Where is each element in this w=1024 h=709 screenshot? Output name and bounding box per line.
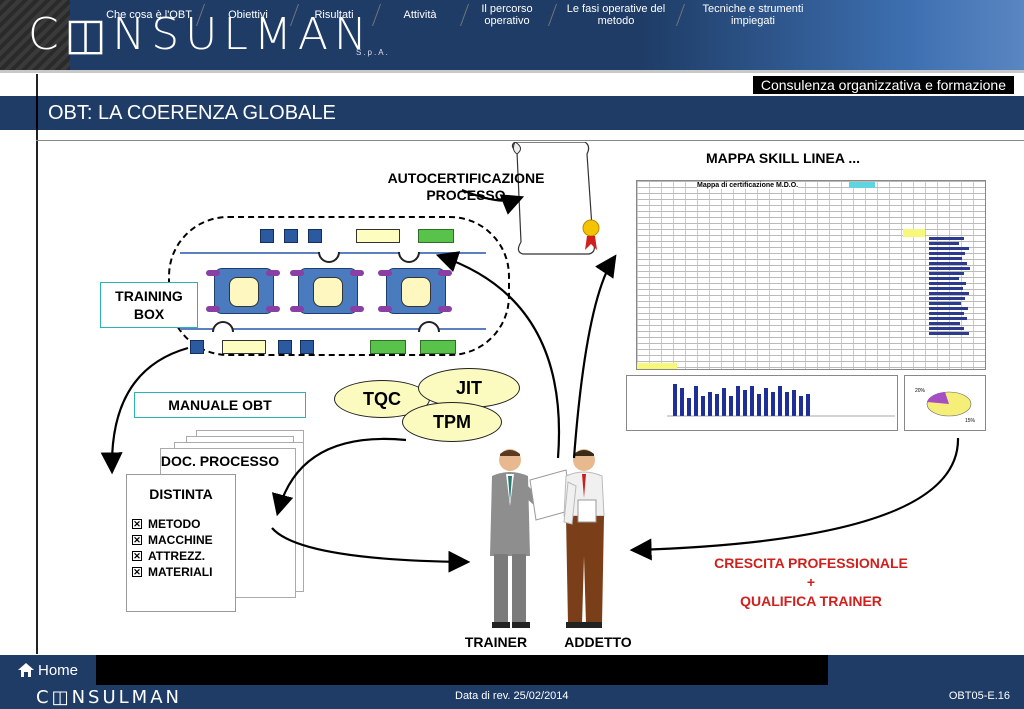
skill-map-sheet: Mappa di certificazione M.D.O. — [636, 180, 986, 370]
checklist-item: ✕ ATTREZZ. — [132, 548, 213, 564]
sheet-yellow-cell — [903, 229, 925, 237]
home-button[interactable]: Home — [0, 655, 96, 685]
machine-icon — [298, 268, 358, 314]
addetto-label: ADDETTO — [564, 634, 632, 650]
checkbox-checked-icon: ✕ — [132, 551, 142, 561]
footer-logo: C◫NSULMAN — [36, 687, 182, 708]
workbench-yellow — [222, 340, 266, 354]
sheet-highlight — [849, 182, 875, 188]
revision-date: Data di rev. 25/02/2014 — [455, 690, 569, 702]
logo-subtitle: S.p.A. — [356, 48, 390, 57]
header-banner: C◫NSULMAN S.p.A. — [0, 0, 1024, 70]
checklist-text: METODO — [148, 517, 201, 531]
wheel — [378, 306, 392, 312]
bar-chart-svg — [667, 384, 895, 417]
workbench-green — [418, 229, 454, 243]
trainer-addetto-figures — [490, 449, 605, 628]
sheet-title: Mappa di certificazione M.D.O. — [697, 182, 799, 189]
workbench-green — [420, 340, 456, 354]
checkbox-checked-icon: ✕ — [132, 519, 142, 529]
home-label: Home — [37, 661, 78, 679]
tpm-ellipse: TPM — [402, 402, 502, 442]
wheel — [290, 270, 304, 276]
station-square — [260, 229, 274, 243]
wheel — [350, 270, 364, 276]
header-divider — [0, 70, 1024, 73]
manuale-obt-label: MANUALE OBT — [134, 392, 306, 418]
trainer-label: TRAINER — [464, 634, 528, 650]
station-square — [278, 340, 292, 354]
title-bar: OBT: LA COERENZA GLOBALE — [0, 96, 1024, 130]
workbench-green — [370, 340, 406, 354]
line-lower — [180, 328, 486, 330]
checklist-text: ATTREZZ. — [148, 549, 206, 563]
checkbox-checked-icon: ✕ — [132, 567, 142, 577]
footer-bar: C◫NSULMAN Data di rev. 25/02/2014 OBT05-… — [0, 685, 1024, 709]
slide-code: OBT05-E.16 — [948, 690, 1010, 702]
machine-icon — [214, 268, 274, 314]
nav-risultati[interactable]: Risultati — [314, 9, 354, 21]
wheel — [438, 270, 452, 276]
sheet-footer-cell — [637, 363, 677, 369]
wheel — [290, 306, 304, 312]
doc-processo-label: DOC. PROCESSO — [160, 453, 280, 469]
wheel — [206, 270, 220, 276]
crescita-label-2: QUALIFICA TRAINER — [740, 593, 882, 609]
station-square — [284, 229, 298, 243]
workbench-yellow — [356, 229, 400, 243]
header-pattern — [0, 0, 70, 70]
mappa-skill-label: MAPPA SKILL LINEA ... — [705, 150, 860, 166]
autocert-label: AUTOCERTIFICAZIONE PROCESSO — [387, 170, 545, 203]
distinta-page — [126, 474, 236, 612]
wheel — [350, 306, 364, 312]
nav-tecniche[interactable]: Tecniche e strumenti impiegati — [702, 3, 804, 27]
skill-bar-chart — [626, 375, 898, 431]
checklist-text: MATERIALI — [148, 565, 213, 579]
crescita-plus: + — [806, 574, 816, 590]
training-box-label: TRAINING BOX — [100, 282, 198, 328]
nav-percorso[interactable]: Il percorso operativo — [481, 3, 533, 27]
wheel — [378, 270, 392, 276]
nav-attivita[interactable]: Attività — [403, 9, 437, 21]
wheel — [266, 270, 280, 276]
pie-label-1: 20% — [915, 388, 926, 394]
pie-chart-svg: 20% 15% — [915, 388, 976, 424]
distinta-checklist: ✕ METODO ✕ MACCHINE ✕ ATTREZZ. ✕ MATERIALI — [132, 516, 213, 580]
checklist-text: MACCHINE — [148, 533, 213, 547]
pie-label-2: 15% — [965, 418, 976, 424]
checkbox-checked-icon: ✕ — [132, 535, 142, 545]
left-rule — [36, 74, 38, 654]
machine-icon — [386, 268, 446, 314]
checklist-item: ✕ MATERIALI — [132, 564, 213, 580]
consulman-logo: C◫NSULMAN — [28, 9, 373, 60]
title-bar-stub — [36, 96, 38, 130]
skill-pie-chart: 20% 15% — [904, 375, 986, 431]
station-square — [308, 229, 322, 243]
sheet-grid — [637, 181, 985, 369]
sheet-bars — [929, 237, 979, 357]
page-title: OBT: LA COERENZA GLOBALE — [48, 102, 336, 124]
crescita-label-1: CRESCITA PROFESSIONALE — [714, 555, 908, 571]
jit-ellipse: JIT — [418, 368, 520, 408]
footer-nav-right — [828, 655, 1024, 685]
content-divider — [36, 140, 1024, 141]
checklist-item: ✕ MACCHINE — [132, 532, 213, 548]
tqc-ellipse: TQC — [334, 380, 430, 418]
header-gradient — [640, 0, 1024, 70]
distinta-label: DISTINTA — [149, 486, 213, 502]
station-square — [190, 340, 204, 354]
wheel — [206, 306, 220, 312]
tagline: Consulenza organizzativa e formazione — [752, 76, 1014, 94]
home-icon — [17, 663, 34, 677]
checklist-item: ✕ METODO — [132, 516, 213, 532]
nav-che-cosa[interactable]: Che cosa è l'OBT — [106, 9, 192, 21]
nav-fasi-operative[interactable]: Le fasi operative del metodo — [566, 3, 666, 27]
wheel — [438, 306, 452, 312]
wheel — [266, 306, 280, 312]
nav-obiettivi[interactable]: Obiettivi — [228, 9, 268, 21]
station-square — [300, 340, 314, 354]
certificate-scroll-icon — [511, 142, 600, 255]
